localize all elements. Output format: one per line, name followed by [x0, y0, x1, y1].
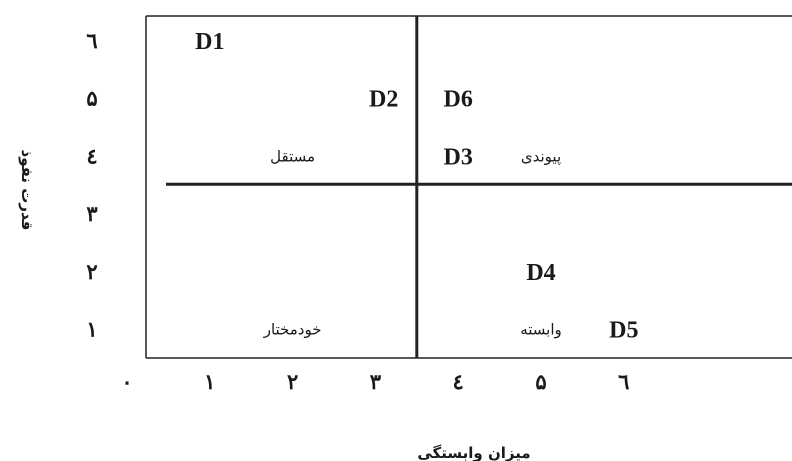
x-tick-label: ۱ [204, 369, 215, 394]
data-point-d1: D1 [195, 29, 224, 55]
y-tick-label: ٦ [86, 28, 97, 53]
y-tick-label: ٤ [86, 143, 97, 168]
x-tick-label: ٤ [453, 369, 464, 394]
x-tick-label: ٦ [618, 369, 629, 394]
y-tick-label: ۵ [86, 86, 97, 111]
y-axis-label: قدرت نفوذ [18, 150, 36, 231]
data-point-d4: D4 [526, 260, 555, 286]
quadrant-label: خودمختار [263, 321, 322, 339]
axis-titles: میزان وابستگی قدرت نفوذ [18, 150, 531, 461]
tick-labels: ۰ ۱ ۲ ۳ ٤ ۵ ٦ ٦ ۵ ٤ ۳ ۲ ۱ [86, 28, 629, 394]
data-point-d3: D3 [444, 144, 473, 170]
x-axis-label: میزان وابستگی [417, 444, 530, 461]
x-tick-label: ۵ [535, 369, 546, 394]
plot-frame [145, 15, 792, 359]
y-tick-label: ۱ [86, 317, 97, 342]
x-tick-label: ۲ [287, 369, 298, 394]
data-point-d5: D5 [609, 318, 638, 344]
quadrant-label: وابسته [520, 321, 562, 339]
y-tick-label: ۳ [86, 201, 98, 226]
quadrant-label: مستقل [270, 147, 315, 165]
data-point-d6: D6 [444, 87, 473, 113]
x-tick-label: ۳ [370, 369, 382, 394]
quadrant-labels: مستقل پیوندی خودمختار وابسته [263, 147, 562, 338]
y-tick-label: ۲ [86, 259, 97, 284]
x-tick-label: ۰ [121, 369, 132, 394]
quadrant-label: پیوندی [521, 147, 561, 166]
data-point-d2: D2 [369, 87, 398, 113]
